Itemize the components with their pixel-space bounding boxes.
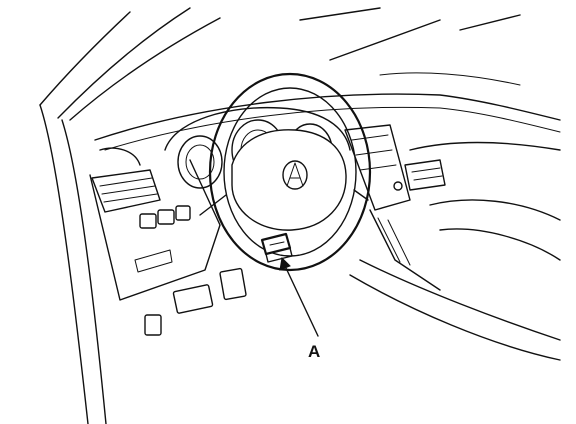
lower-left-panel bbox=[89, 159, 221, 301]
a-pillar bbox=[39, 7, 221, 424]
component-a bbox=[260, 232, 293, 263]
brand-logo-icon bbox=[282, 160, 308, 190]
dashboard-top bbox=[94, 7, 561, 151]
callout-arrow bbox=[279, 256, 319, 337]
left-vent bbox=[91, 147, 161, 213]
callout-label-a: A bbox=[308, 342, 321, 361]
pedals bbox=[144, 267, 247, 336]
center-stack bbox=[344, 124, 441, 291]
gauge-cluster bbox=[164, 106, 351, 189]
right-dashboard bbox=[349, 141, 561, 361]
